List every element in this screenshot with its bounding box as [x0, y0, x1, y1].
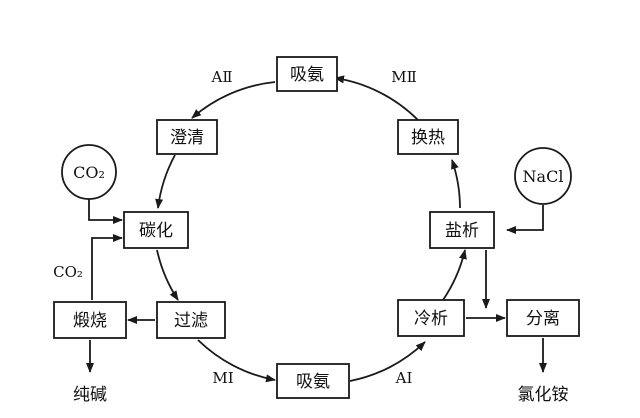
- product-soda: 纯碱: [73, 385, 107, 405]
- input-nacl: NaCl: [514, 147, 572, 205]
- arrow-calcine-co2-recycle: [91, 234, 123, 300]
- arc-cool-to-saltout: [442, 249, 467, 301]
- input-co2-label: CO₂: [73, 163, 105, 182]
- arc-exchange-to-top-ammonia: [334, 75, 419, 121]
- arc-bottom-ammonia-to-cool: [349, 341, 426, 382]
- node-ammonia-bottom-label: 吸氨: [296, 372, 330, 392]
- arc-top-ammonia-to-clarify: [191, 81, 276, 119]
- node-salt-out-label: 盐析: [445, 221, 479, 241]
- product-ammonium-chloride: 氯化铵: [518, 385, 569, 405]
- flow-label-m1: MⅠ: [212, 369, 233, 387]
- flow-label-a2: AⅡ: [210, 68, 232, 86]
- arrow-nacl-to-saltout: [506, 205, 544, 234]
- node-filter: 过滤: [156, 301, 226, 339]
- node-salt-out: 盐析: [429, 211, 495, 249]
- arc-carbonize-to-filter: [156, 249, 179, 301]
- arc-clarify-to-carbonize: [155, 154, 176, 209]
- arc-saltout-to-exchange: [451, 159, 461, 209]
- node-clarify: 澄清: [156, 119, 218, 155]
- node-cool-crystal: 冷析: [397, 299, 465, 337]
- flow-label-co2-recycle: CO₂: [53, 263, 83, 281]
- node-ammonia-bottom: 吸氨: [276, 363, 350, 399]
- node-calcine-label: 煅烧: [73, 311, 107, 331]
- arc-filter-to-bottom-ammonia: [197, 339, 276, 383]
- input-nacl-label: NaCl: [523, 167, 564, 186]
- input-co2: CO₂: [61, 144, 117, 200]
- arrow-co2-to-carbonize: [88, 198, 123, 224]
- node-ammonia-top-label: 吸氨: [290, 65, 324, 85]
- node-ammonia-top: 吸氨: [276, 56, 338, 92]
- flow-label-a1: AⅠ: [395, 369, 413, 387]
- node-calcine: 煅烧: [53, 301, 127, 339]
- node-carbonize-label: 碳化: [139, 221, 173, 241]
- node-separate-label: 分离: [526, 309, 560, 329]
- node-separate: 分离: [506, 299, 580, 337]
- node-carbonize: 碳化: [123, 211, 189, 249]
- node-exchange-label: 换热: [411, 128, 445, 148]
- node-exchange: 换热: [397, 119, 459, 155]
- node-clarify-label: 澄清: [170, 128, 204, 148]
- node-cool-crystal-label: 冷析: [414, 309, 448, 329]
- node-filter-label: 过滤: [174, 311, 208, 331]
- flow-label-m2: MⅡ: [391, 68, 417, 86]
